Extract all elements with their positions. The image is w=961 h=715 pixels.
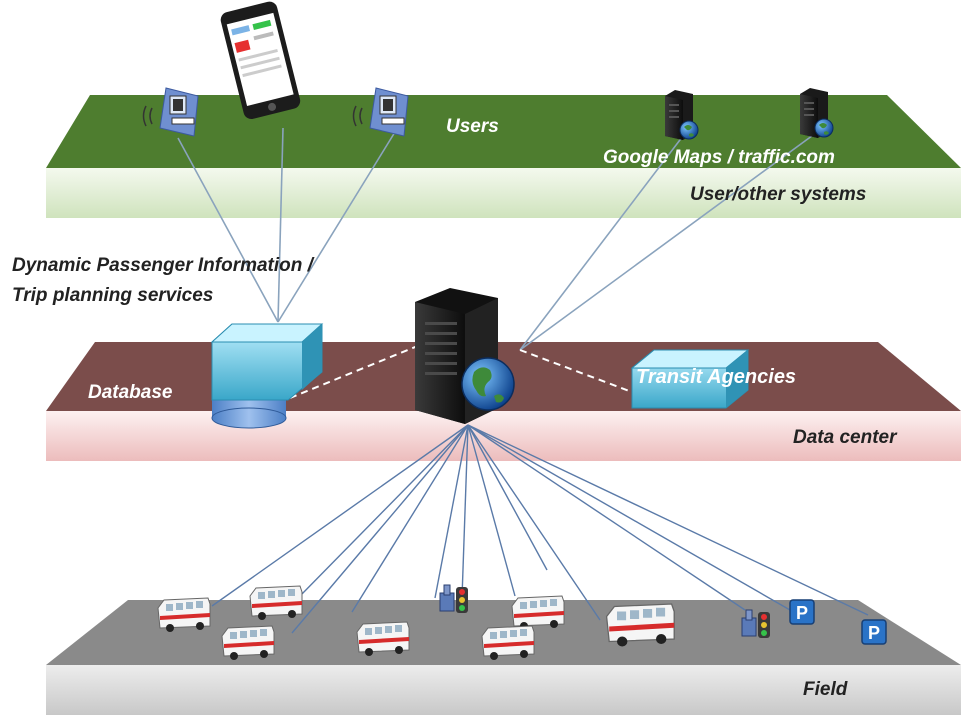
datacenter-layer-front <box>46 411 961 461</box>
transit-agencies-label: Transit Agencies <box>636 366 797 388</box>
bus-icon <box>605 603 675 648</box>
service-label-line2: Trip planning services <box>12 285 214 306</box>
smartphone-icon <box>220 1 301 120</box>
globe-icon <box>461 357 515 411</box>
bus-icon <box>221 625 275 661</box>
bus-icon <box>356 621 410 657</box>
field-layer <box>46 600 961 715</box>
bus-icon <box>249 585 303 621</box>
field-links <box>211 424 869 634</box>
datacenter-layer-label: Data center <box>793 427 897 448</box>
bus-icon <box>157 597 211 633</box>
user-layer-label: User/other systems <box>690 184 867 205</box>
users-label: Users <box>446 116 499 137</box>
external-systems-label: Google Maps / traffic.com <box>603 147 835 168</box>
field-layer-front <box>46 665 961 715</box>
parking-sign-label: P <box>868 623 880 643</box>
field-layer-label: Field <box>803 679 848 700</box>
database-icon <box>210 323 324 429</box>
parking-sign-icon: P <box>789 599 815 625</box>
datacenter-links <box>289 344 641 399</box>
user-links <box>177 127 821 351</box>
database-label: Database <box>88 382 173 403</box>
traffic-light-icon <box>439 584 469 614</box>
service-label-line1: Dynamic Passenger Information / <box>12 255 313 276</box>
parking-sign-label: P <box>796 603 808 623</box>
bus-icon <box>481 625 535 661</box>
transit-agencies-box <box>630 349 750 409</box>
parking-sign-icon: P <box>861 619 887 645</box>
bus-icon <box>511 595 565 631</box>
